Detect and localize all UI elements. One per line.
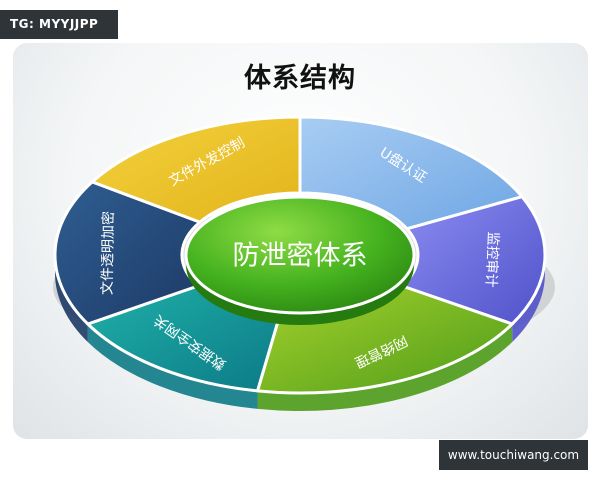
segment-4 — [53, 180, 202, 326]
center-hub — [184, 195, 416, 315]
segment-side-2 — [257, 324, 513, 411]
diagram-title: 体系结构 — [244, 63, 356, 94]
watermark-bottom: www.touchiwang.com — [439, 440, 588, 470]
segment-label-1: 监控审计 — [482, 231, 500, 288]
segment-0 — [298, 115, 524, 231]
segment-label-4: 文件透明加密 — [99, 211, 117, 295]
segment-side-4 — [54, 255, 88, 342]
segment-5 — [90, 115, 302, 224]
watermark-top: TG: MYYJJPP — [0, 10, 118, 39]
center-label: 防泄密体系 — [233, 241, 368, 272]
segment-side-1 — [512, 255, 545, 342]
segment-1 — [400, 195, 547, 326]
segment-side-3 — [87, 324, 258, 409]
